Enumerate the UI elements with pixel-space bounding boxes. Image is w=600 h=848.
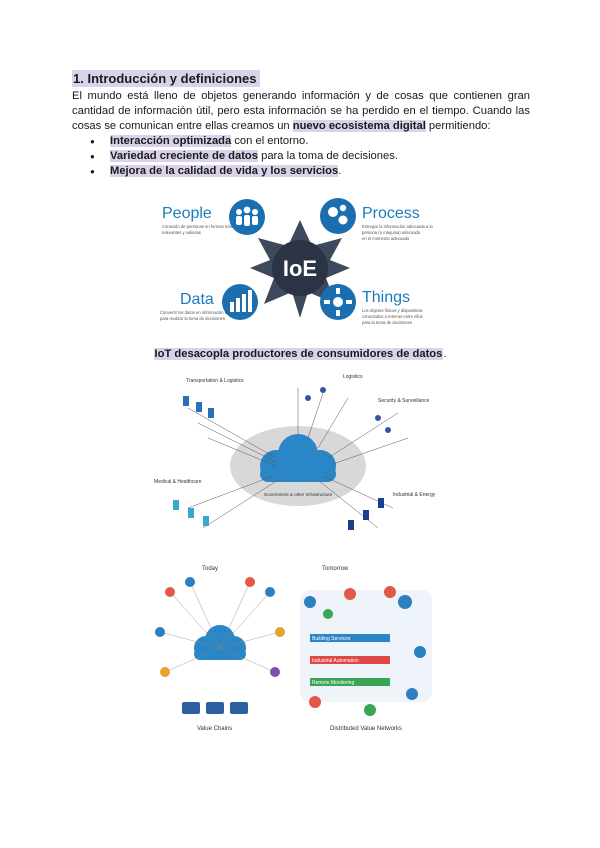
- paragraph-text-end: permitiendo:: [425, 120, 491, 132]
- process-desc: Entregar la información adecuada a la: [362, 224, 433, 229]
- svg-text:en el momento adecuado: en el momento adecuado: [362, 236, 410, 241]
- figure-caption: IoT desacopla productores de consumidore…: [153, 348, 447, 360]
- value-chains-label: Value Chains: [197, 726, 232, 732]
- svg-text:conectados a Internet entre el: conectados a Internet entre ellos: [362, 314, 423, 319]
- logistics-label: Logistics: [343, 374, 363, 380]
- svg-text:relevantes y valiosas: relevantes y valiosas: [162, 230, 201, 235]
- today-label: Today: [202, 566, 218, 572]
- industrial-label: Industrial & Energy: [393, 492, 436, 498]
- bullet-item: Variedad creciente de datos para la toma…: [72, 149, 398, 164]
- ioe-figure: IoE People Conexión de personas en forma…: [160, 198, 433, 325]
- people-label: People: [162, 205, 212, 222]
- tomorrow-label: Tomorrow: [322, 566, 349, 572]
- cloud-center-label: Government & other Infrastructure: [264, 492, 333, 497]
- bullet-item: Interacción optimizada con el entorno.: [72, 134, 398, 149]
- svg-text:para realizar la toma de decis: para realizar la toma de decisiones: [160, 316, 225, 321]
- process-label: Process: [362, 205, 420, 222]
- value-networks-label: Distributed Value Networks: [330, 726, 402, 732]
- security-label: Security & Surveillance: [378, 398, 430, 404]
- today-tomorrow-figure: Today Tomorrow Value Chains Building Ser…: [155, 566, 432, 732]
- things-desc: Los objetos físicos y dispositivos: [362, 308, 423, 313]
- today-cloud: [194, 625, 246, 660]
- svg-text:persona (o máquina) adecuada: persona (o máquina) adecuada: [362, 230, 421, 235]
- tomorrow-network: Building Services Industrial Automation …: [300, 586, 432, 716]
- section-title: 1. Introducción y definiciones: [72, 70, 261, 87]
- paragraph-text: El mundo está lleno de objetos generando…: [72, 90, 530, 132]
- medical-label: Medical & Healthcare: [154, 479, 202, 485]
- data-label: Data: [180, 291, 214, 308]
- svg-text:Industrial Automation: Industrial Automation: [312, 658, 359, 664]
- transport-label: Transportation & Logistics: [186, 378, 244, 384]
- svg-text:Remote Monitoring: Remote Monitoring: [312, 680, 354, 686]
- people-desc: Conexión de personas en formas más: [162, 224, 233, 229]
- svg-text:para la toma de decisiones: para la toma de decisiones: [362, 320, 412, 325]
- data-desc: Convertir los datos en información útil: [160, 310, 230, 315]
- paragraph-highlight: nuevo ecosistema digital: [292, 120, 426, 132]
- intro-paragraph: El mundo está lleno de objetos generando…: [72, 89, 530, 134]
- process-icon: [320, 198, 356, 234]
- ioe-center-label: IoE: [283, 256, 317, 281]
- svg-text:Building Services: Building Services: [312, 636, 351, 642]
- bullet-list: Interacción optimizada con el entorno. V…: [72, 134, 398, 179]
- bullet-item: Mejora de la calidad de vida y los servi…: [72, 164, 398, 179]
- things-label: Things: [362, 289, 410, 306]
- iot-cloud-figure: Government & other Infrastructure Transp…: [154, 374, 436, 530]
